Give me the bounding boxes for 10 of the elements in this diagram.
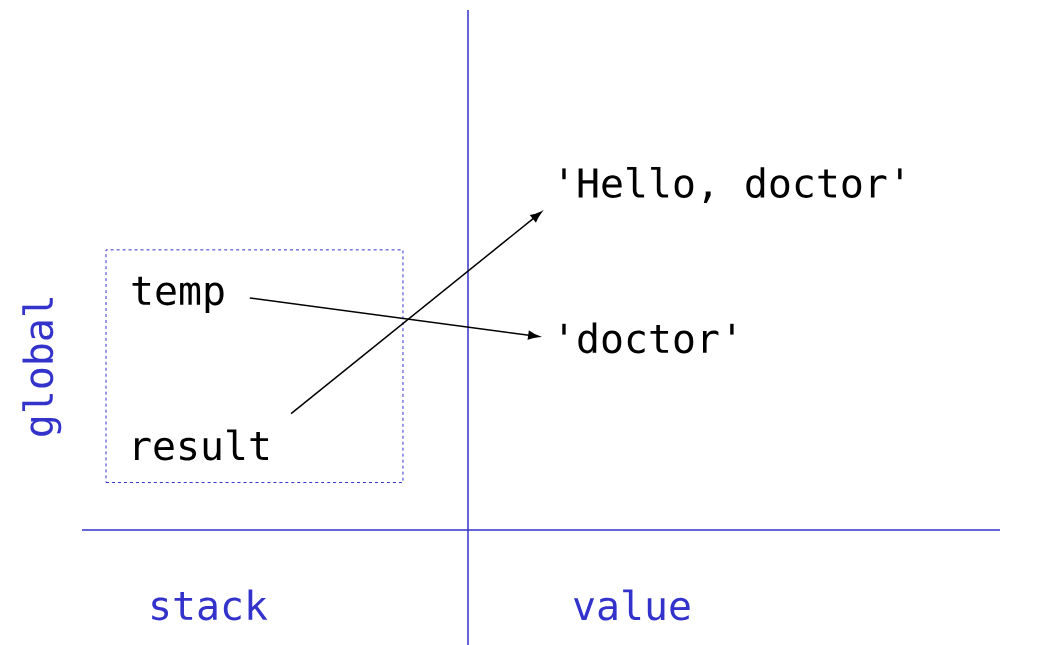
value-text: 'doctor' — [562, 322, 734, 354]
axis-label: value — [574, 589, 690, 621]
value-text: 'Hello, doctor' — [562, 166, 902, 204]
frame-label: global — [22, 298, 62, 436]
variable-name: temp — [132, 276, 224, 314]
arrow — [290, 211, 542, 415]
dashed-frame — [105, 249, 404, 483]
arrow — [249, 297, 540, 340]
axis-label: stack — [152, 589, 268, 621]
variable-name: result — [135, 429, 269, 461]
